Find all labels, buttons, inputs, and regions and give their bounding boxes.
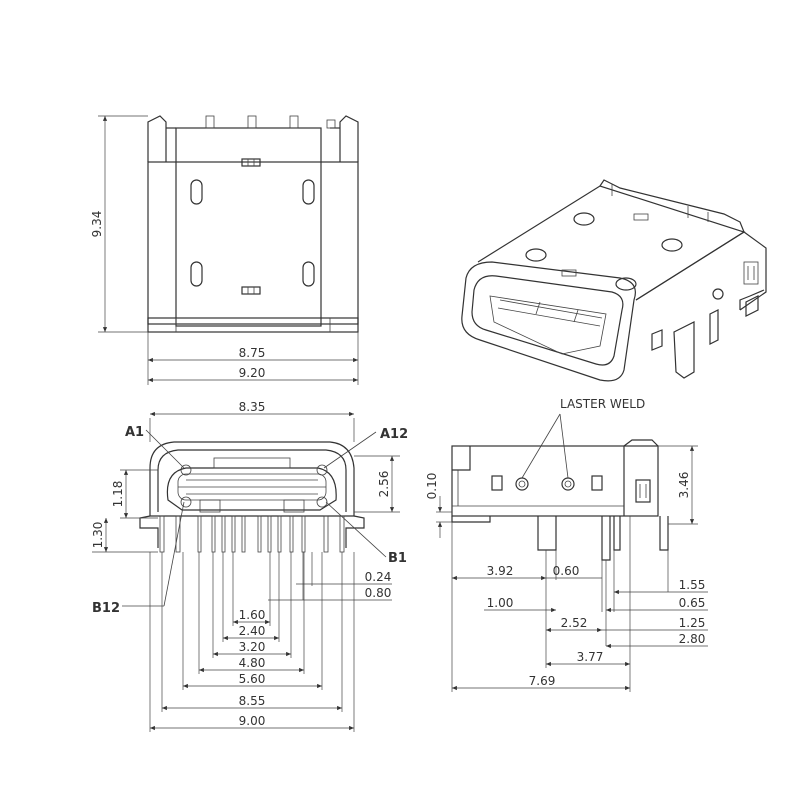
side-dim-7: 2.80 (679, 632, 706, 646)
front-view: 8.35 A1 A12 B1 B12 1.18 1.30 2.56 0.24 0… (91, 400, 408, 732)
bottom-dim-1: 2.40 (239, 624, 266, 638)
iso-view (461, 179, 767, 382)
side-dim-5: 2.52 (561, 616, 588, 630)
side-dim-0: 3.92 (487, 564, 514, 578)
pin-label-a12: A12 (380, 427, 408, 442)
top-width-inner-dim: 8.75 (239, 346, 266, 360)
pin-label-b12: B12 (92, 601, 120, 616)
side-dim-1: 0.60 (553, 564, 580, 578)
side-left-dim: 0.10 (425, 473, 439, 500)
front-right-dim: 2.56 (377, 471, 391, 498)
laser-weld-label: LASTER WELD (560, 397, 645, 411)
front-left-dim-0: 1.18 (111, 481, 125, 508)
pin-label-b1: B1 (388, 551, 407, 566)
top-width-outer-dim: 9.20 (239, 366, 266, 380)
front-left-dim-1: 1.30 (91, 522, 105, 549)
pitch-dim-1: 0.80 (365, 586, 392, 600)
side-dim-3: 1.00 (487, 596, 514, 610)
side-right-dim: 3.46 (677, 472, 691, 499)
side-dim-2: 1.55 (679, 578, 706, 592)
bottom-dim-0: 1.60 (239, 608, 266, 622)
side-dim-9: 7.69 (529, 674, 556, 688)
bottom-dim-5: 8.55 (239, 694, 266, 708)
bottom-dim-4: 5.60 (239, 672, 266, 686)
top-height-dim: 9.34 (90, 211, 104, 238)
side-dim-4: 0.65 (679, 596, 706, 610)
side-view: LASTER WELD 0.10 3.46 3.92 0.60 1.55 1.0… (425, 397, 708, 692)
bottom-dims: 1.60 2.40 3.20 4.80 5.60 8.55 9.00 (149, 552, 355, 732)
side-dim-6: 1.25 (679, 616, 706, 630)
pitch-dim-0: 0.24 (365, 570, 392, 584)
bottom-dim-2: 3.20 (239, 640, 266, 654)
pin-label-a1: A1 (125, 425, 144, 440)
bottom-dim-3: 4.80 (239, 656, 266, 670)
top-view: 9.34 8.75 9.20 (90, 115, 359, 385)
side-dim-8: 3.77 (577, 650, 604, 664)
bottom-dim-6: 9.00 (239, 714, 266, 728)
front-top-width-dim: 8.35 (239, 400, 266, 414)
front-pins (159, 515, 345, 553)
